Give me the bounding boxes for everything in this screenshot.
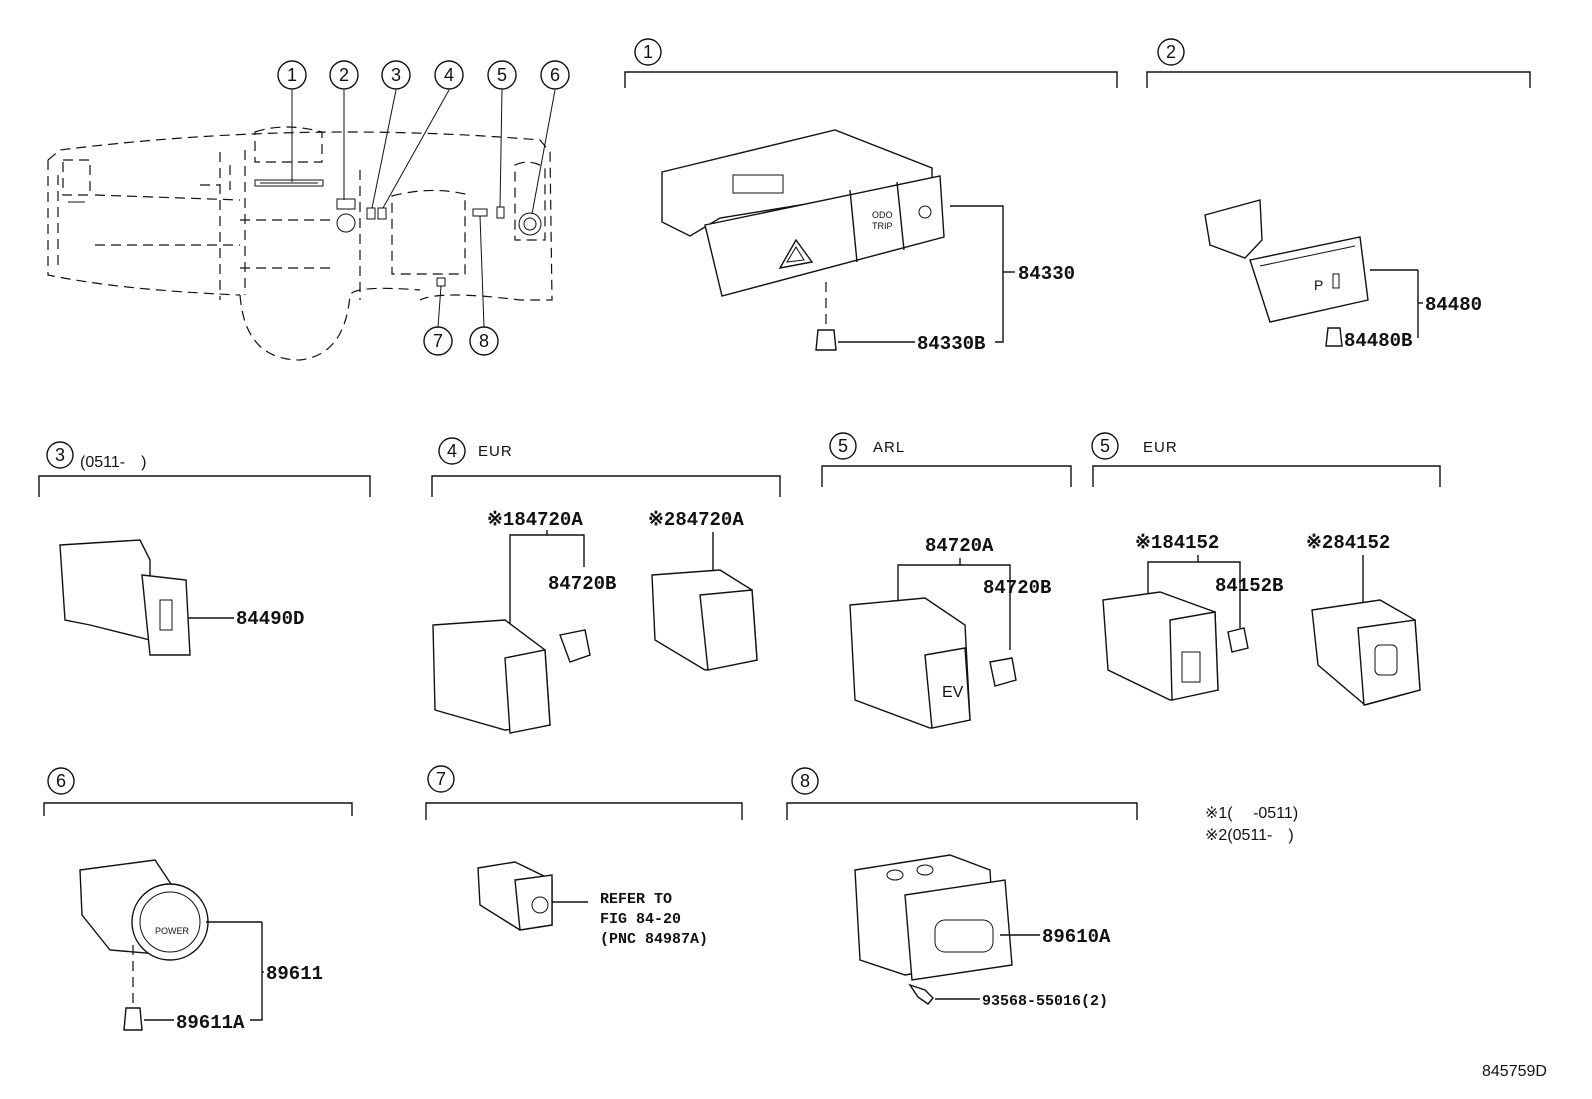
svg-text:EUR: EUR <box>1143 439 1178 456</box>
svg-text:84720A: 84720A <box>925 535 994 557</box>
svg-text:2: 2 <box>1166 42 1176 62</box>
bulb-84720B-arl <box>989 657 1017 687</box>
figure-id: 845759D <box>1482 1063 1547 1080</box>
svg-text:89611: 89611 <box>266 963 323 985</box>
svg-text:6: 6 <box>550 65 560 85</box>
svg-text:1: 1 <box>287 65 297 85</box>
svg-text:84480: 84480 <box>1425 294 1482 316</box>
svg-text:5: 5 <box>1100 436 1110 456</box>
svg-text:(0511- ): (0511- ) <box>80 454 146 471</box>
svg-text:※284720A: ※284720A <box>648 509 744 531</box>
switch-84490D-part <box>59 539 151 641</box>
svg-text:84720B: 84720B <box>983 577 1051 599</box>
group-5-eur: 5 EUR ※184152 84152B ※284152 <box>1091 432 1441 706</box>
bulb-84152B <box>1227 627 1249 653</box>
svg-text:84490D: 84490D <box>236 608 304 630</box>
svg-text:84480B: 84480B <box>1344 330 1412 352</box>
notes: ※1( -0511) ※2(0511- ) <box>1205 805 1298 844</box>
svg-text:7: 7 <box>436 769 446 789</box>
svg-text:84330B: 84330B <box>917 333 985 355</box>
clip-89611A <box>123 1007 143 1031</box>
svg-text:POWER: POWER <box>155 926 190 936</box>
callout-5: 5 <box>487 60 517 90</box>
callout-1: 1 <box>277 60 307 90</box>
svg-text:FIG 84-20: FIG 84-20 <box>600 911 681 928</box>
svg-text:4: 4 <box>447 441 457 461</box>
bulb-84720B <box>559 629 591 663</box>
svg-text:93568-55016(2): 93568-55016(2) <box>982 993 1108 1010</box>
svg-text:6: 6 <box>56 771 66 791</box>
clip-84330B <box>815 329 837 351</box>
group-1: 1 ODO TRIP 84330B 84330 <box>624 38 1118 355</box>
svg-text:REFER TO: REFER TO <box>600 891 672 908</box>
svg-text:※2(0511- ): ※2(0511- ) <box>1205 827 1294 844</box>
odo-trip-label: ODO <box>872 210 893 220</box>
callout-6: 6 <box>540 60 570 90</box>
svg-text:※284152: ※284152 <box>1306 532 1390 554</box>
svg-text:84330: 84330 <box>1018 263 1075 285</box>
svg-text:8: 8 <box>800 771 810 791</box>
svg-text:※184152: ※184152 <box>1135 532 1219 554</box>
hazard-switch-part: ODO TRIP <box>661 129 945 297</box>
svg-text:※184720A: ※184720A <box>487 509 583 531</box>
group-5-arl: 5 ARL 84720A 84720B EV <box>821 432 1072 729</box>
screw-93568 <box>908 983 934 1005</box>
svg-text:3: 3 <box>55 445 65 465</box>
svg-text:TRIP: TRIP <box>872 221 893 231</box>
callout-8: 8 <box>469 326 499 356</box>
svg-text:84720B: 84720B <box>548 573 616 595</box>
group-4: 4 EUR ※184720A 84720B ※284720A <box>431 437 781 734</box>
svg-text:ARL: ARL <box>873 439 905 456</box>
p-switch-part <box>1249 236 1369 323</box>
group-2: 2 P 84480 84480B <box>1146 38 1531 352</box>
callout-7: 7 <box>423 326 453 356</box>
svg-text:※1( -0511): ※1( -0511) <box>1205 805 1298 822</box>
svg-text:3: 3 <box>391 65 401 85</box>
svg-text:5: 5 <box>497 65 507 85</box>
svg-text:2: 2 <box>339 65 349 85</box>
callout-3: 3 <box>381 60 411 90</box>
svg-text:84152B: 84152B <box>1215 575 1283 597</box>
group-6: 6 POWER 89611 89611A <box>43 767 353 1034</box>
svg-text:EUR: EUR <box>478 443 513 460</box>
svg-text:P: P <box>1314 277 1323 293</box>
group-3: 3 (0511- ) 84490D <box>38 441 371 656</box>
svg-text:8: 8 <box>479 331 489 351</box>
svg-text:1: 1 <box>643 42 653 62</box>
callout-4: 4 <box>434 60 464 90</box>
svg-text:(PNC 84987A): (PNC 84987A) <box>600 931 708 948</box>
svg-text:89610A: 89610A <box>1042 926 1111 948</box>
dashboard-overview: 1 2 3 4 5 6 7 8 <box>47 60 570 361</box>
group-8: 8 89610A 93568-55016(2) <box>786 767 1138 1010</box>
svg-text:5: 5 <box>838 436 848 456</box>
svg-text:89611A: 89611A <box>176 1012 245 1034</box>
clip-84480B <box>1325 327 1343 347</box>
svg-text:7: 7 <box>433 331 443 351</box>
group-7: 7 REFER TO FIG 84-20 (PNC 84987A) <box>425 765 743 948</box>
svg-text:4: 4 <box>444 65 454 85</box>
callout-2: 2 <box>329 60 359 90</box>
svg-text:EV: EV <box>942 684 964 701</box>
